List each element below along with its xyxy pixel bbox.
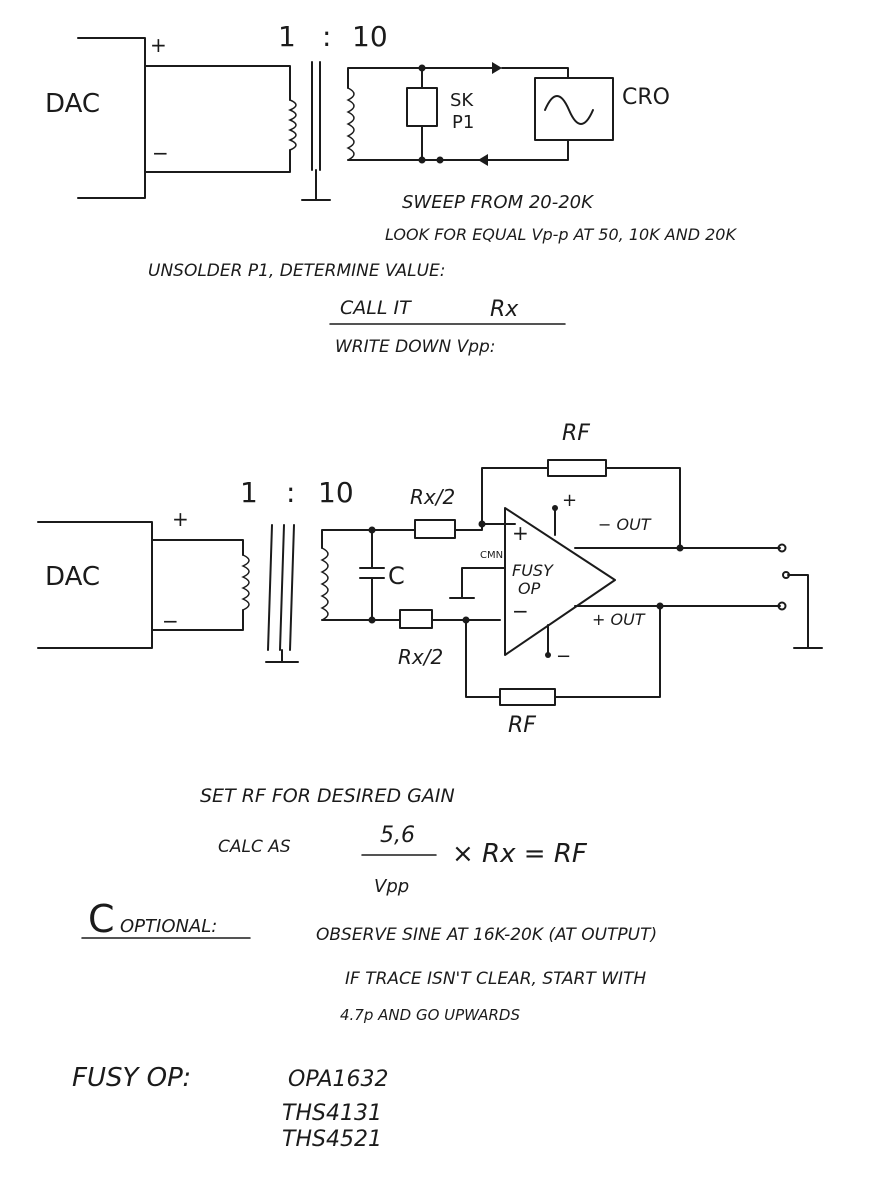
fusy-heading: FUSY OP: <box>72 1063 191 1093</box>
note-denominator: Vpp <box>374 876 409 897</box>
note-sweep: SWEEP FROM 20-20K <box>402 192 594 213</box>
terminal-ground <box>782 571 790 579</box>
circuit-2: DAC + − 1 : 10 C Rx/2 Rx/2 <box>37 421 823 738</box>
ratio-ten-1: 10 <box>352 20 388 53</box>
amp-label-2: OP <box>518 579 541 598</box>
rf-top-resistor <box>547 459 607 477</box>
ratio-one-1: 1 <box>278 20 296 53</box>
dac-minus-1: − <box>152 141 169 165</box>
ratio-colon-2: : <box>286 476 295 509</box>
minus-out-label: − OUT <box>598 515 652 534</box>
primary-lead-bottom-2 <box>151 609 244 631</box>
fusy-item-1: OPA1632 <box>288 1067 389 1092</box>
cro-body <box>534 77 614 141</box>
fusy-op-amp <box>504 507 616 656</box>
note-call-it: CALL IT <box>340 297 412 319</box>
rx-bottom-label: Rx/2 <box>398 645 443 669</box>
dac-label-1: DAC <box>45 89 100 119</box>
circuit-1: DAC + − SK P1 CRO 1 <box>45 20 670 201</box>
note-optional-c: C <box>88 897 115 941</box>
probe-arrow-top <box>492 62 502 74</box>
secondary-lead-top-1 <box>347 67 493 89</box>
terminal-minus-out <box>777 543 787 553</box>
output-ground-lead <box>787 574 809 649</box>
fusy-op-list: FUSY OP: OPA1632 THS4131 THS4521 <box>72 1063 389 1152</box>
ratio-colon-1: : <box>322 20 331 53</box>
secondary-coil-1 <box>346 87 355 161</box>
supply-plus-label: + <box>562 490 577 511</box>
note-write-down: WRITE DOWN Vpp: <box>335 337 496 357</box>
node-supply-minus <box>545 652 551 658</box>
secondary-coil-2 <box>320 547 329 621</box>
core-line-a-2 <box>267 524 273 651</box>
dac-label-2: DAC <box>45 562 100 592</box>
fusy-item-3: THS4521 <box>282 1127 382 1152</box>
note-calc-as: CALC AS <box>218 837 291 857</box>
note-optional-label: OPTIONAL: <box>120 916 217 937</box>
amp-label-1: FUSY <box>512 561 554 580</box>
p1-label: P1 <box>452 112 474 133</box>
ratio-one-2: 1 <box>240 476 258 509</box>
core-line-c-2 <box>289 524 295 651</box>
core-line-b-2 <box>279 524 285 651</box>
note-numerator: 5,6 <box>380 823 415 848</box>
cmn-lead <box>461 567 506 599</box>
amp-plus-sign: + <box>512 521 529 545</box>
rf-top-lead-left <box>481 467 549 525</box>
note-set-rf: SET RF FOR DESIRED GAIN <box>200 785 455 807</box>
note-formula-tail: × Rx = RF <box>452 839 588 869</box>
secondary-lead-top-2 <box>321 529 373 549</box>
dac-plus-1: + <box>150 33 167 57</box>
ratio-ten-2: 10 <box>318 476 354 509</box>
primary-lead-bottom-1 <box>144 149 291 173</box>
plus-out-label: + OUT <box>592 610 646 629</box>
dac-box-1 <box>77 37 146 199</box>
note-rx: Rx <box>490 297 519 322</box>
sine-icon <box>544 95 594 125</box>
primary-coil-1 <box>288 99 297 151</box>
primary-lead-top-1 <box>144 65 291 101</box>
dac-minus-2: − <box>162 609 179 633</box>
cro-lead-top <box>501 67 569 79</box>
rf-bottom-label: RF <box>508 713 536 738</box>
rf-bottom-lead-right <box>554 605 661 698</box>
rx-top-label: Rx/2 <box>410 485 455 509</box>
note-look-for: LOOK FOR EQUAL Vp-p AT 50, 10K AND 20K <box>385 225 737 244</box>
node-supply-plus <box>552 505 558 511</box>
note-four-top: 4.7p AND GO UPWARDS <box>340 1006 520 1024</box>
fusy-item-2: THS4131 <box>282 1101 382 1126</box>
sk-body <box>406 87 438 127</box>
notes-2: SET RF FOR DESIRED GAIN CALC AS 5,6 Vpp … <box>81 785 657 1024</box>
note-unsolder: UNSOLDER P1, DETERMINE VALUE: <box>148 261 446 281</box>
amp-minus-sign: − <box>512 599 529 623</box>
cmn-label: CMN <box>480 550 503 561</box>
primary-coil-2 <box>241 554 250 611</box>
node-sk-top <box>418 64 426 72</box>
primary-lead-top-2 <box>151 539 244 556</box>
terminal-plus-out <box>777 601 787 611</box>
cap-label: C <box>388 562 405 590</box>
sk-label: SK <box>450 90 474 111</box>
note-observe: OBSERVE SINE AT 16K-20K (AT OUTPUT) <box>316 925 657 945</box>
rf-bottom-resistor <box>499 688 556 706</box>
probe-arrow-bottom <box>478 154 488 166</box>
node-sk-bottom <box>418 156 426 164</box>
rx-top-resistor <box>414 519 456 539</box>
cro-lead-bottom <box>487 139 569 161</box>
rf-bottom-lead-left <box>465 619 501 698</box>
rf-top-lead-right <box>605 467 681 549</box>
rx-bottom-resistor <box>399 609 433 629</box>
supply-minus-label: − <box>556 646 571 667</box>
note-if-trace: IF TRACE ISN'T CLEAR, START WITH <box>345 969 646 989</box>
rf-top-label: RF <box>562 421 590 446</box>
notes-1: SWEEP FROM 20-20K LOOK FOR EQUAL Vp-p AT… <box>148 192 737 357</box>
node-p1 <box>436 156 444 164</box>
dac-plus-2: + <box>172 507 189 531</box>
dac-box-2 <box>37 521 153 649</box>
cro-label: CRO <box>622 85 670 110</box>
